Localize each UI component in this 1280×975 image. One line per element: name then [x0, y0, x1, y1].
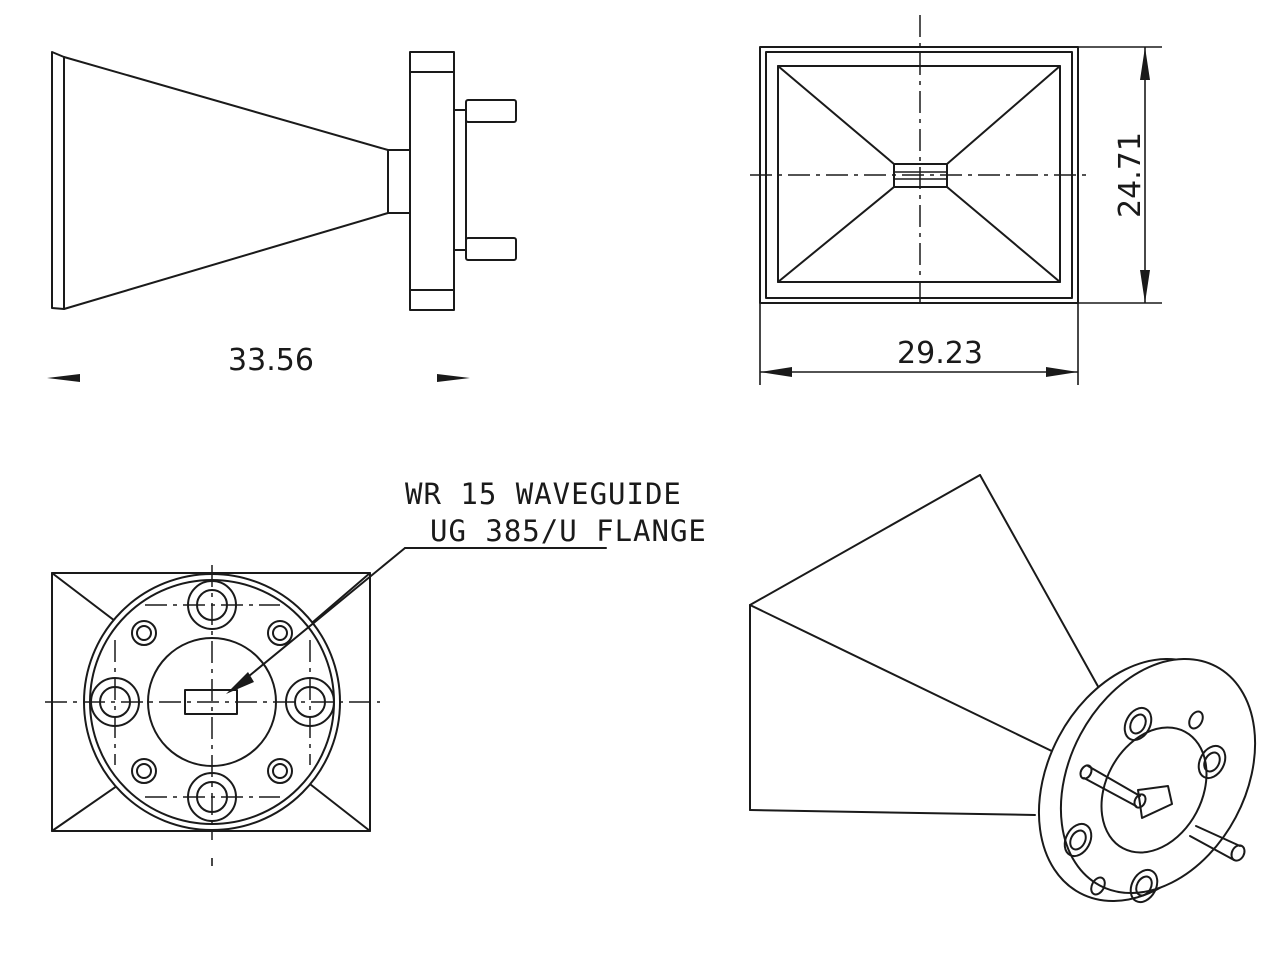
front-view: 24.71 29.23: [750, 15, 1162, 385]
isometric-view: [749, 474, 1257, 904]
iso-pin-hole-2: [1090, 876, 1106, 896]
iso-bolt-hole-4: [1129, 868, 1159, 904]
callout-line-1: WR 15 WAVEGUIDE: [405, 477, 682, 511]
flange-view: WR 15 WAVEGUIDE UG 385/U FLANGE: [45, 477, 707, 866]
pin-hole-top-right: [267, 620, 293, 646]
iso-bolt-hole-3: [1063, 822, 1093, 858]
height-dimension: 24.71: [1078, 46, 1162, 304]
iso-guide-pins: [1079, 764, 1246, 862]
horn-side-profile: [51, 51, 411, 310]
width-dimension-label: 29.23: [897, 336, 983, 371]
front-centerlines: [750, 15, 1090, 305]
iso-waveguide-opening: [1137, 785, 1173, 819]
pin-hole-bottom-right: [267, 758, 293, 784]
height-dimension-label: 24.71: [1113, 132, 1148, 218]
width-dimension: 29.23: [759, 303, 1079, 385]
waveguide-callout: WR 15 WAVEGUIDE UG 385/U FLANGE: [226, 477, 707, 694]
flange-side-profile: [409, 51, 467, 311]
flange-isometric: [1037, 657, 1257, 902]
length-dimension: 33.56: [47, 343, 470, 382]
iso-bolt-hole-2: [1197, 744, 1227, 780]
pin-hole-bottom-left: [131, 758, 157, 784]
iso-bolt-hole-1: [1123, 706, 1153, 742]
horn-isometric: [749, 474, 1101, 816]
side-view: 33.56: [47, 51, 517, 382]
callout-line-2: UG 385/U FLANGE: [430, 514, 707, 548]
flange-centerlines: [45, 565, 380, 866]
guide-pins-side: [465, 99, 517, 261]
pin-hole-top-left: [131, 620, 157, 646]
iso-bolt-holes: [1063, 706, 1227, 904]
iso-pin-hole-1: [1188, 710, 1204, 730]
length-dimension-label: 33.56: [228, 343, 314, 378]
